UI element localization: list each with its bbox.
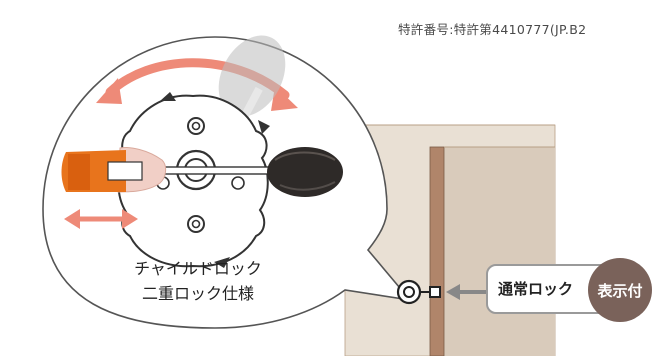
indicator-badge: 表示付 — [588, 258, 652, 322]
rotation-arrow-head-right — [271, 86, 298, 111]
pin-right — [231, 176, 245, 190]
pointer-arrow — [446, 284, 486, 300]
door-lock-indicator — [396, 279, 441, 305]
door-panel — [430, 147, 555, 356]
plate-tooth-right — [258, 120, 270, 134]
plate-tooth-bottom — [214, 257, 230, 268]
bubble-caption: チャイルドロック 二重ロック仕様 — [118, 256, 278, 306]
door-edge — [429, 146, 445, 356]
slide-arrow — [64, 209, 138, 229]
finger-illustration — [61, 147, 167, 193]
bubble-line-1: チャイルドロック — [134, 259, 262, 278]
black-knob — [267, 147, 343, 197]
screw-bottom — [187, 215, 205, 233]
normal-lock-label: 通常ロック — [498, 280, 574, 298]
plate-tooth-top — [160, 92, 176, 101]
screw-top — [187, 117, 205, 135]
patent-number: 特許番号:特許第4410777(JP.B2 — [398, 22, 587, 37]
bubble-line-2: 二重ロック仕様 — [141, 284, 254, 303]
rotation-arrow-head-left — [96, 78, 122, 104]
